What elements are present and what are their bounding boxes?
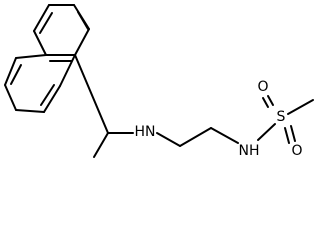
bond bbox=[77, 11, 89, 30]
bond bbox=[43, 85, 61, 113]
bond bbox=[179, 127, 212, 147]
bond bbox=[33, 4, 50, 32]
oxygen-lower-label: O bbox=[291, 143, 302, 159]
bond bbox=[74, 54, 109, 134]
naphthalene-lower-ring bbox=[4, 54, 76, 113]
bond bbox=[59, 54, 76, 87]
bond bbox=[156, 132, 181, 147]
bond bbox=[210, 127, 239, 144]
bond bbox=[4, 57, 17, 86]
amine-n-label: HN bbox=[135, 124, 156, 140]
bond bbox=[284, 127, 290, 144]
oxygen-upper-label: O bbox=[257, 79, 268, 95]
bond bbox=[39, 12, 53, 34]
naphthalene-upper-ring bbox=[33, 4, 90, 56]
bond bbox=[93, 132, 109, 158]
sulfonyl-group bbox=[262, 95, 314, 144]
bond bbox=[290, 125, 296, 142]
naphthalene-fused-bond bbox=[45, 54, 76, 62]
molecule-structure: HN NH S O O bbox=[4, 4, 314, 159]
sulfonamide-n-label: NH bbox=[239, 143, 260, 159]
sulfur-label: S bbox=[277, 109, 286, 125]
bond bbox=[33, 30, 47, 56]
bond bbox=[257, 123, 276, 141]
bond bbox=[10, 64, 22, 85]
ethyl-amine-chain bbox=[74, 54, 276, 158]
bond bbox=[40, 84, 55, 106]
bond bbox=[74, 28, 90, 56]
bond bbox=[267, 95, 274, 106]
bond bbox=[262, 97, 269, 108]
bond bbox=[4, 84, 17, 111]
bond bbox=[15, 109, 45, 113]
bond bbox=[287, 99, 314, 115]
bond bbox=[15, 54, 47, 59]
